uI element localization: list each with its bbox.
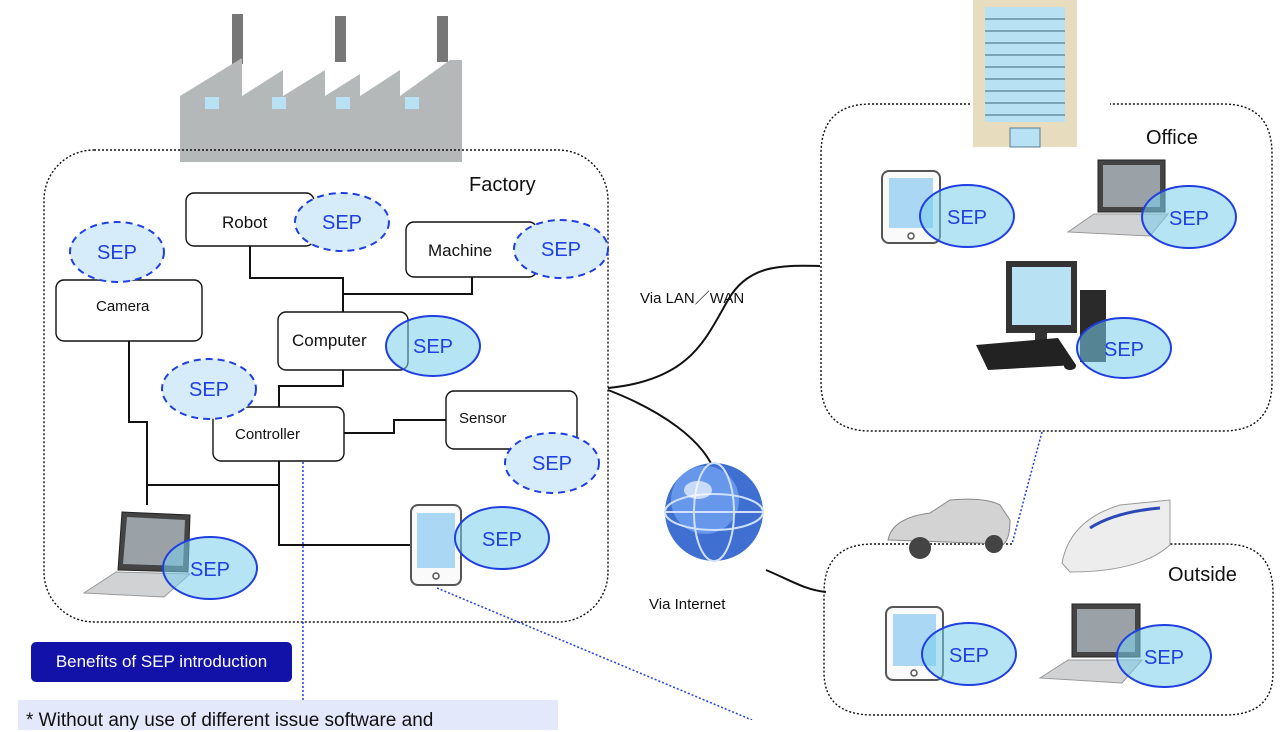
pointer-line-office-outside <box>1011 431 1043 545</box>
office-building-icon <box>973 0 1077 148</box>
sensor-label: Sensor <box>459 410 507 427</box>
sep-outside-laptop: SEP <box>1116 624 1212 688</box>
svg-text:SEP: SEP <box>322 212 362 234</box>
svg-text:SEP: SEP <box>1144 647 1184 669</box>
sep-controller: SEP <box>161 358 257 420</box>
benefits-title: Benefits of SEP introduction <box>55 652 268 671</box>
sep-sensor: SEP <box>504 432 600 494</box>
internet-link-lower <box>765 569 827 593</box>
lan-wan-link <box>607 264 821 389</box>
robot-label: Robot <box>222 213 268 232</box>
svg-text:SEP: SEP <box>949 645 989 667</box>
svg-text:SEP: SEP <box>947 207 987 229</box>
factory-zone <box>43 149 609 623</box>
benefits-title-badge: Benefits of SEP introduction <box>31 642 292 682</box>
sep-office-desktop: SEP <box>1076 317 1172 379</box>
factory-label: Factory <box>469 174 536 196</box>
svg-text:SEP: SEP <box>97 242 137 264</box>
internet-link-upper <box>607 389 717 476</box>
sep-office-tablet: SEP <box>919 184 1015 248</box>
internet-label: Via Internet <box>649 596 726 613</box>
svg-text:SEP: SEP <box>189 379 229 401</box>
factory-wiring <box>128 246 473 546</box>
benefits-text: * Without any use of different issue sof… <box>26 710 434 731</box>
computer-label: Computer <box>292 331 367 350</box>
office-label: Office <box>1146 127 1198 149</box>
car-icon <box>887 498 1011 559</box>
sep-machine: SEP <box>513 219 609 279</box>
sep-factory-laptop: SEP <box>162 536 258 600</box>
svg-text:SEP: SEP <box>482 529 522 551</box>
controller-label: Controller <box>235 426 300 443</box>
svg-text:SEP: SEP <box>532 453 572 475</box>
sep-office-laptop: SEP <box>1141 185 1237 249</box>
controller-box <box>212 406 345 462</box>
sep-outside-tablet: SEP <box>921 622 1017 686</box>
svg-text:SEP: SEP <box>541 239 581 261</box>
outside-zone <box>823 543 1274 716</box>
benefits-text-box: * Without any use of different issue sof… <box>18 700 558 731</box>
sep-camera: SEP <box>69 221 165 283</box>
sep-factory-tablet: SEP <box>454 506 550 570</box>
factory-building-icon <box>180 14 462 162</box>
sep-robot: SEP <box>294 192 390 252</box>
sep-computer: SEP <box>385 315 481 377</box>
camera-label: Camera <box>96 298 150 315</box>
globe-icon <box>664 462 764 562</box>
outside-label: Outside <box>1168 564 1237 586</box>
train-icon <box>1061 499 1171 573</box>
svg-text:SEP: SEP <box>190 559 230 581</box>
svg-text:SEP: SEP <box>1169 208 1209 230</box>
factory-tablet-icon <box>410 504 462 586</box>
office-zone <box>820 103 1273 432</box>
svg-text:SEP: SEP <box>413 336 453 358</box>
svg-text:SEP: SEP <box>1104 339 1144 361</box>
machine-label: Machine <box>428 241 492 260</box>
lan-wan-label: Via LAN／WAN <box>640 290 744 307</box>
pointer-line-tablet <box>436 587 753 720</box>
